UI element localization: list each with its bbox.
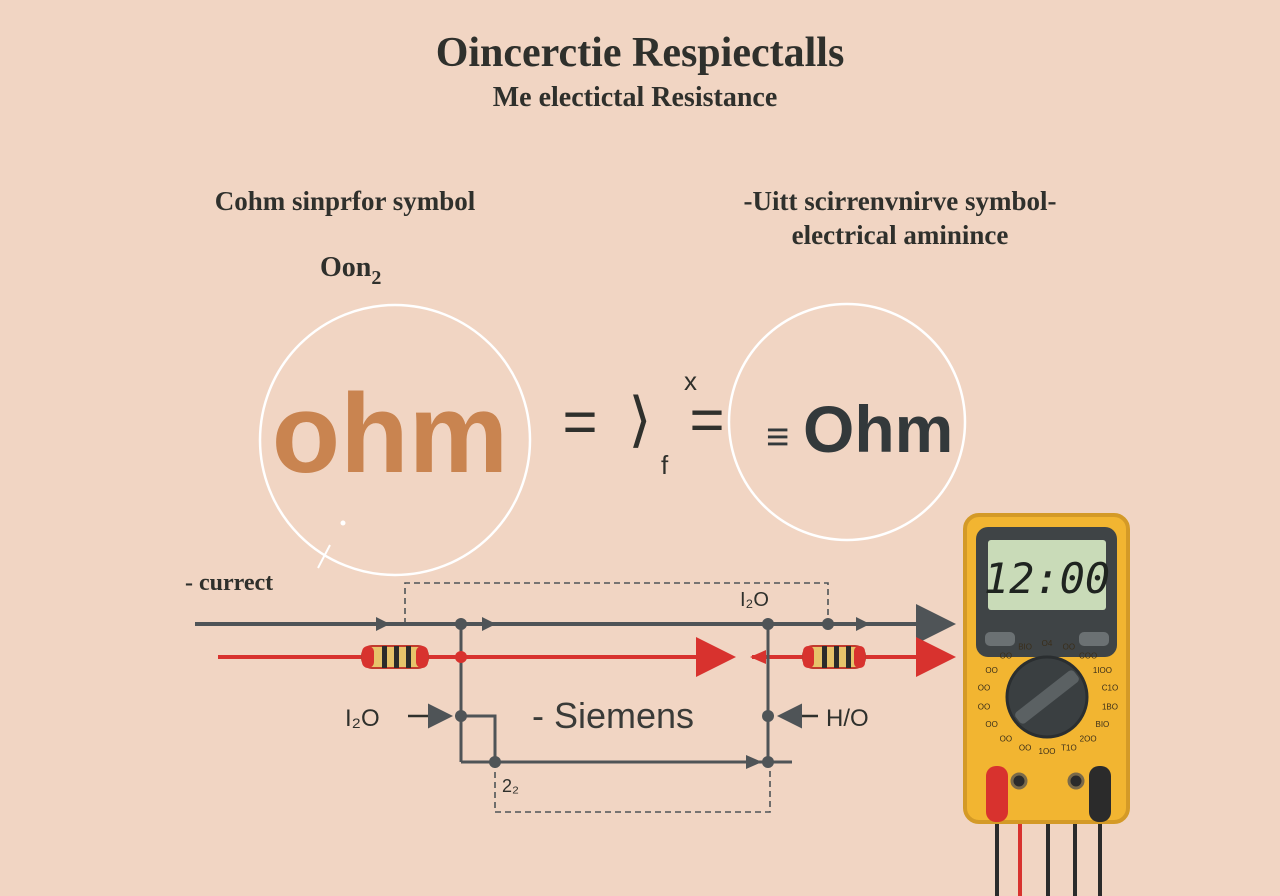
dial-label: OO	[1000, 734, 1012, 743]
node	[822, 618, 834, 630]
node	[762, 710, 774, 722]
red-probe-jack	[1010, 772, 1028, 790]
dial-label: C1O	[1102, 684, 1118, 693]
dial-label: BIO	[1018, 642, 1032, 651]
right-symbol-circle	[727, 302, 967, 542]
dial-label: COO	[1079, 652, 1097, 661]
dial-label: OO	[1063, 642, 1075, 651]
node	[455, 618, 467, 630]
left-button[interactable]	[985, 632, 1015, 646]
dial-label: OO	[1000, 652, 1012, 661]
left-node-label: I₂O	[345, 705, 380, 732]
left-sublabel-text: Oon	[320, 252, 372, 283]
left-sublabel: Oon2	[320, 252, 381, 289]
dial-label: T1O	[1061, 744, 1077, 753]
resistor-left	[361, 645, 429, 669]
dashed-loop-top	[404, 582, 829, 624]
dial-label: OO	[1019, 744, 1031, 753]
node	[489, 756, 501, 768]
left-circle-dot	[340, 520, 346, 526]
ohm-symbol-text: ohm	[272, 371, 508, 496]
top-loop-label: I₂O	[740, 589, 769, 611]
left-heading: Cohm sinprfor symbol	[215, 186, 476, 216]
right-subheading: electrical aminince	[792, 220, 1009, 250]
dial-knob-bar	[1015, 670, 1079, 724]
bottom-wire-arrow	[746, 755, 762, 769]
node	[455, 710, 467, 722]
dial-label: OO	[985, 666, 997, 675]
equals-left: =	[562, 388, 597, 455]
right-heading: -Uitt scirrenvnirve symbol-	[744, 186, 1057, 216]
red-probe-plug[interactable]	[986, 766, 1008, 822]
resistor-right	[802, 645, 866, 669]
gray-wire-arrow-1	[376, 617, 390, 631]
dial-label: 1OO	[1039, 747, 1056, 756]
siemens-label: - Siemens	[532, 695, 694, 736]
node-red	[455, 651, 467, 663]
angle-superscript: x	[684, 366, 697, 396]
circuit	[195, 582, 956, 813]
dial-label: OO	[978, 684, 990, 693]
dashed-loop-bottom	[494, 762, 771, 813]
ohm-unit-text: Ohm	[803, 392, 953, 466]
left-sublabel-subscript: 2	[371, 267, 381, 289]
equals-right: =	[689, 386, 724, 453]
lcd-reading: 12:00	[984, 554, 1110, 603]
dial-label: OO	[985, 720, 997, 729]
current-label: - currect	[185, 570, 273, 596]
lcd-screen	[988, 540, 1106, 610]
black-probe-jack	[1067, 772, 1085, 790]
page-subtitle: Me electictal Resistance	[493, 82, 778, 113]
branch-step	[461, 714, 497, 762]
bottom-loop-label: 2₂	[502, 776, 519, 796]
black-probe-plug[interactable]	[1089, 766, 1111, 822]
dial-label: 1IOO	[1093, 666, 1112, 675]
dial-label: 1BO	[1102, 702, 1118, 711]
node	[762, 756, 774, 768]
angle-subscript: f	[661, 450, 669, 480]
gray-wire-arrow-2	[482, 617, 496, 631]
left-circle-tick	[317, 544, 331, 569]
angle-symbol: ⟩	[628, 386, 651, 453]
gray-wire-arrow-3	[856, 617, 870, 631]
dial-label: BIO	[1096, 720, 1110, 729]
dial-label: OO	[978, 702, 990, 711]
red-wire-arrow-back	[750, 650, 766, 664]
dial-label: 2OO	[1080, 734, 1097, 743]
right-node-label: H/O	[826, 705, 869, 732]
node	[762, 618, 774, 630]
right-button[interactable]	[1079, 632, 1109, 646]
ohm-prefix-symbol: ≡	[766, 415, 789, 459]
page-title: Oincerctie Respiectalls	[436, 30, 845, 76]
dial-label: O4	[1042, 639, 1053, 648]
left-symbol-circle	[258, 303, 532, 577]
